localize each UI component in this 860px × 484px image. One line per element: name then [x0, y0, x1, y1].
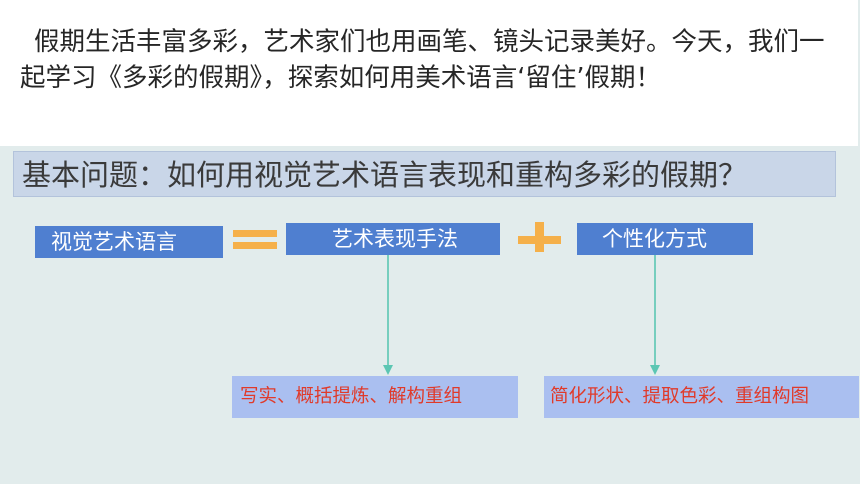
- equals-sign-top-bar: [233, 230, 277, 237]
- personal-style-box: 个性化方式: [577, 223, 753, 255]
- intro-panel: 假期生活丰富多彩，艺术家们也用画笔、镜头记录美好。今天，我们一起学习《多彩的假期…: [0, 0, 858, 146]
- arrow-down-icon: [650, 255, 660, 375]
- arrow-down-icon: [383, 255, 393, 375]
- plus-sign-vertical: [535, 222, 544, 252]
- visual-language-box: 视觉艺术语言: [35, 226, 223, 258]
- art-techniques-box: 艺术表现手法: [286, 223, 500, 255]
- basic-question-banner: 基本问题：如何用视觉艺术语言表现和重构多彩的假期？: [13, 151, 836, 197]
- basic-question-text: 基本问题：如何用视觉艺术语言表现和重构多彩的假期？: [22, 158, 748, 192]
- techniques-detail-box: 写实、概括提炼、解构重组: [232, 376, 518, 418]
- style-detail-box: 简化形状、提取色彩、重组构图: [544, 376, 859, 418]
- equals-sign-bottom-bar: [233, 242, 277, 249]
- intro-text: 假期生活丰富多彩，艺术家们也用画笔、镜头记录美好。今天，我们一起学习《多彩的假期…: [20, 27, 825, 93]
